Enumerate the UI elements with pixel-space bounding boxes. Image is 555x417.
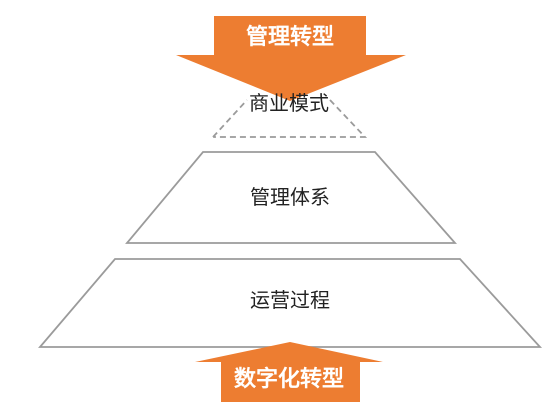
layer-bottom-shape xyxy=(38,258,543,348)
bottom-arrow-label: 数字化转型 xyxy=(234,366,344,392)
layer-middle-label: 管理体系 xyxy=(250,185,330,209)
bottom-arrow-shape xyxy=(195,342,383,402)
layer-middle-shape xyxy=(125,151,457,244)
layer-top-outline xyxy=(212,99,368,138)
layer-bottom-label: 运营过程 xyxy=(250,288,330,312)
layer-top-label: 商业模式 xyxy=(249,91,329,115)
top-arrow-label: 管理转型 xyxy=(246,24,334,50)
top-arrow-shape xyxy=(176,16,406,101)
